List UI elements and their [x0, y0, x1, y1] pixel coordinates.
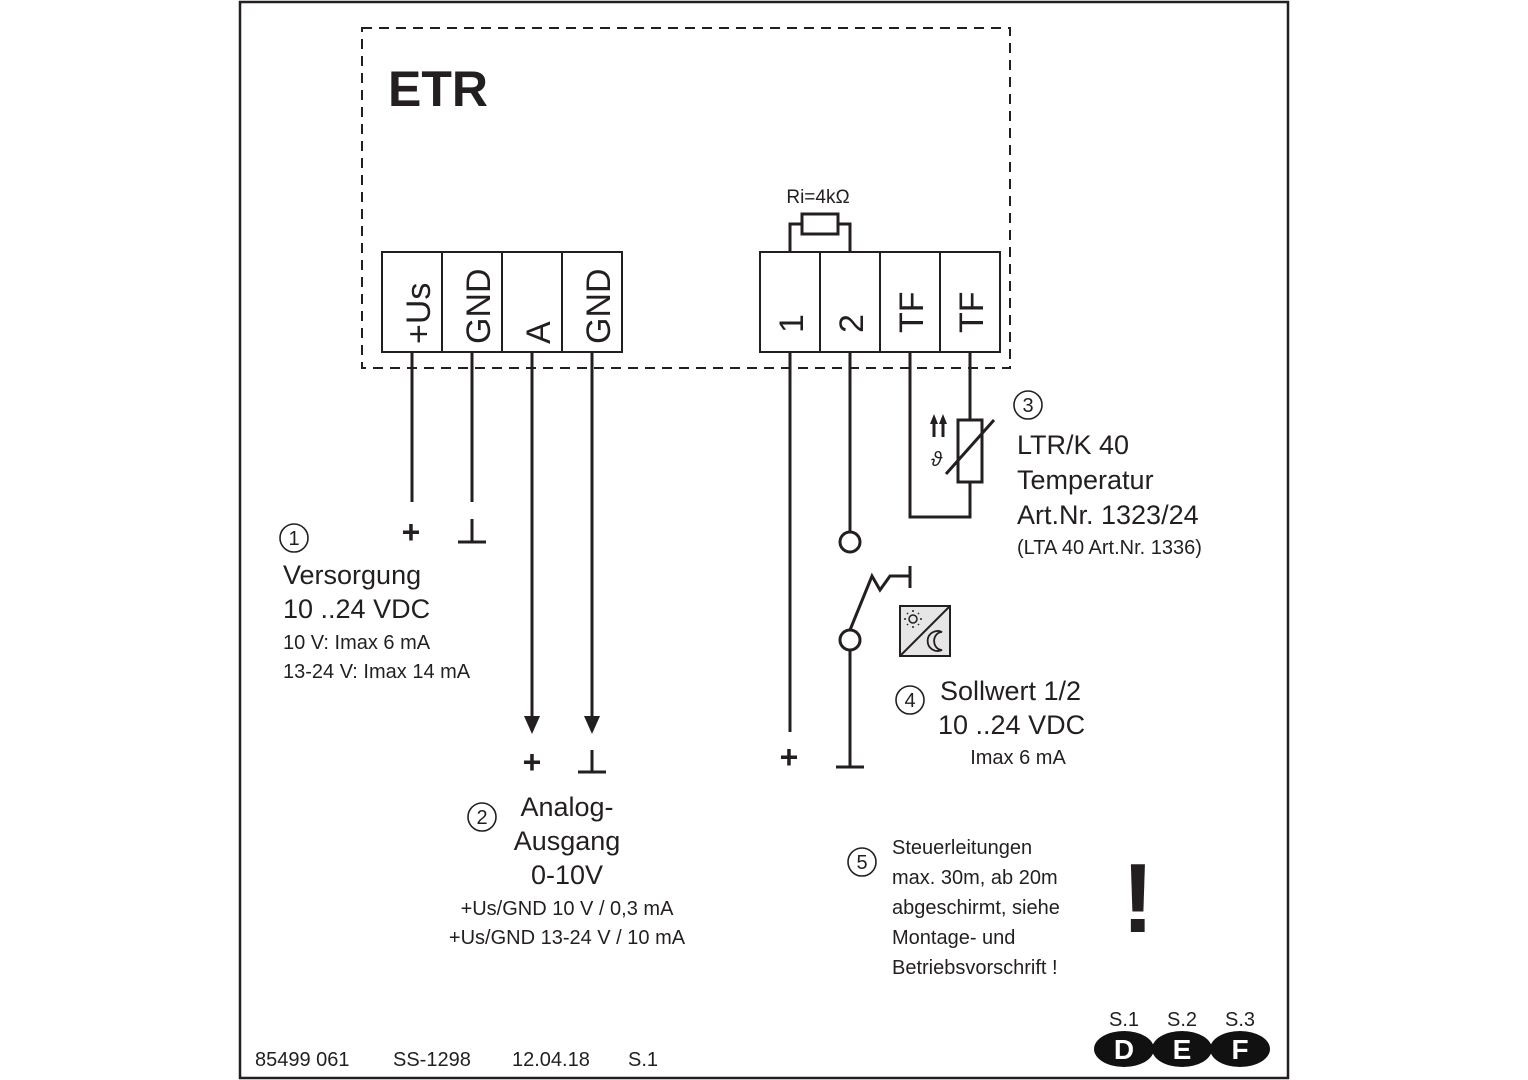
sensor-loop: ϑ	[908, 352, 996, 519]
day-night-switch	[848, 566, 912, 631]
switch-contact-lower	[838, 628, 862, 652]
terminal-1	[759, 251, 821, 353]
note-line-5: Betriebsvorschrift !	[892, 957, 1058, 979]
lang-code-e: E	[1173, 1034, 1192, 1065]
lang-badge-e[interactable]	[1152, 1031, 1212, 1067]
terminal-block-right: 1 2 TF TF	[759, 251, 1001, 353]
sensor-article: Art.Nr. 1323/24	[1017, 500, 1199, 530]
lang-page-f: S.3	[1225, 1009, 1255, 1031]
supply-plus-sign: +	[402, 514, 421, 550]
outer-frame	[238, 0, 1290, 1080]
terminal-label-tf-2: TF	[953, 291, 991, 333]
supply-current-10v: 10 V: Imax 6 mA	[283, 632, 431, 654]
analog-title-1: Analog-	[520, 792, 613, 822]
lang-code-d: D	[1114, 1034, 1134, 1065]
note-line-2: max. 30m, ab 20m	[892, 867, 1058, 889]
arrow-gnd-2	[584, 716, 600, 734]
resistor-label: Ri=4kΩ	[786, 187, 849, 208]
terminal-2	[819, 251, 881, 353]
footer-reference: SS-1298	[393, 1049, 471, 1071]
language-badges: S.1 S.2 S.3 D E F	[1094, 1009, 1270, 1067]
analog-load-24v: +Us/GND 13-24 V / 10 mA	[449, 927, 686, 949]
terminal-block-left: +Us GND A GND	[381, 251, 623, 353]
setpoint-current: Imax 6 mA	[970, 747, 1066, 769]
analog-load-10v: +Us/GND 10 V / 0,3 mA	[461, 898, 675, 920]
terminal-tf-2	[939, 251, 1001, 353]
terminal-label-gnd-1: GND	[460, 268, 498, 344]
terminal-label-1: 1	[773, 314, 811, 333]
setpoint-title: Sollwert 1/2	[940, 676, 1081, 706]
lang-code-f: F	[1231, 1034, 1248, 1065]
sensor-alternative: (LTA 40 Art.Nr. 1336)	[1017, 537, 1202, 559]
supply-current-24v: 13-24 V: Imax 14 mA	[283, 661, 471, 683]
terminal-label-tf-1: TF	[893, 291, 931, 333]
sensor-subtitle: Temperatur	[1017, 465, 1154, 495]
device-boundary	[361, 27, 1011, 369]
note-line-3: abgeschirmt, siehe	[892, 897, 1060, 919]
warning-exclamation: !	[1122, 843, 1155, 953]
sensor-title: LTR/K 40	[1017, 430, 1129, 460]
arrow-a	[524, 716, 540, 734]
note-line-1: Steuerleitungen	[892, 837, 1032, 859]
analog-range: 0-10V	[531, 860, 603, 890]
lang-page-d: S.1	[1109, 1009, 1139, 1031]
analog-ground-symbol	[578, 750, 606, 774]
terminal-label-us: +Us	[400, 283, 438, 344]
supply-title: Versorgung	[283, 560, 421, 590]
terminal-a	[501, 251, 563, 353]
lang-badge-f[interactable]	[1210, 1031, 1270, 1067]
footer-code: 85499 061	[255, 1049, 350, 1071]
setpoint-number: 4	[904, 690, 915, 712]
terminal-gnd-2	[561, 251, 623, 353]
lang-page-e: S.2	[1167, 1009, 1197, 1031]
footer-date: 12.04.18	[512, 1049, 590, 1071]
setpoint-plus-sign: +	[780, 739, 799, 775]
analog-plus-sign: +	[523, 744, 542, 780]
note-line-4: Montage- und	[892, 927, 1015, 949]
svg-text:ϑ: ϑ	[931, 449, 943, 471]
terminal-label-a: A	[520, 321, 558, 344]
day-night-icon	[899, 605, 951, 657]
setpoint-ground-symbol	[836, 744, 864, 769]
internal-resistor	[788, 212, 852, 252]
footer-page: S.1	[628, 1049, 658, 1071]
analog-number: 2	[476, 807, 487, 829]
device-name: ETR	[388, 61, 488, 117]
terminal-label-gnd-2: GND	[580, 268, 618, 344]
sensor-number: 3	[1022, 395, 1033, 417]
setpoint-voltage: 10 ..24 VDC	[938, 710, 1085, 740]
switch-contact-upper	[838, 530, 862, 554]
supply-voltage: 10 ..24 VDC	[283, 594, 430, 624]
note-number: 5	[856, 852, 867, 874]
supply-number: 1	[288, 528, 299, 550]
lang-badge-d[interactable]	[1094, 1031, 1154, 1067]
terminal-label-2: 2	[833, 314, 871, 333]
analog-title-2: Ausgang	[514, 826, 621, 856]
supply-ground-symbol	[458, 519, 486, 544]
